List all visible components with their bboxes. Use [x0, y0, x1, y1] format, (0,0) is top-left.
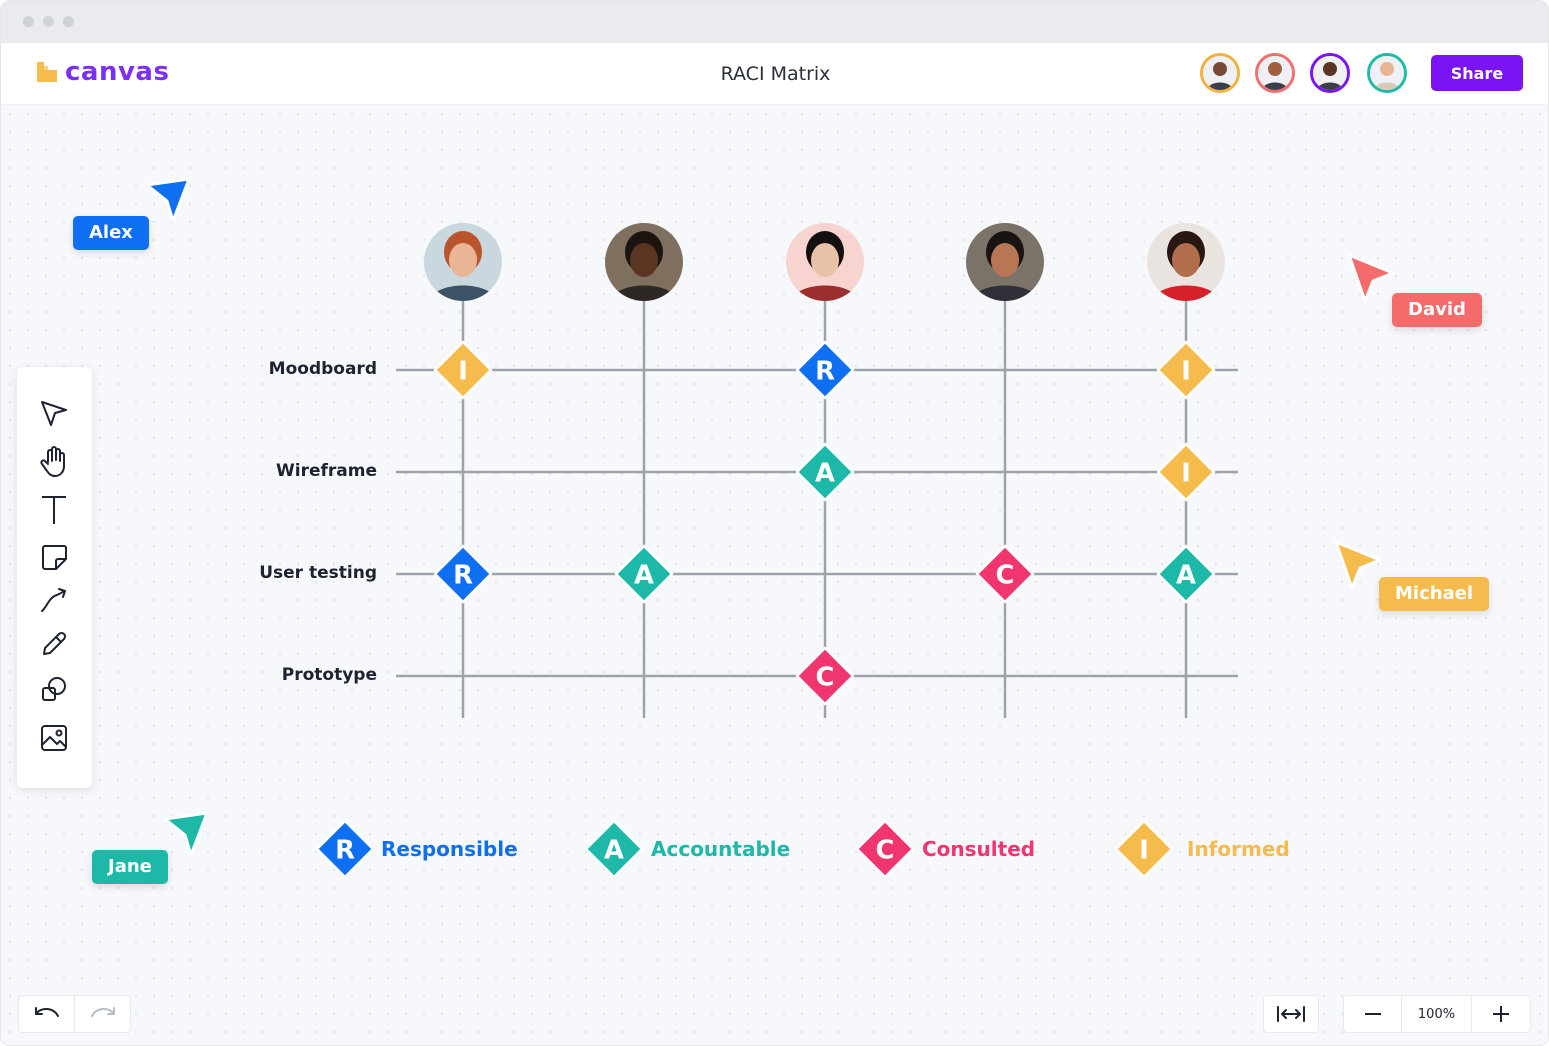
legend-label-informed: Informed: [1187, 837, 1290, 861]
window-titlebar: [1, 1, 1548, 43]
select-icon[interactable]: [37, 396, 71, 430]
plus-icon: [1493, 1006, 1509, 1022]
shapes-icon[interactable]: [37, 672, 71, 706]
redo-button[interactable]: [75, 996, 131, 1032]
cursor-label-alex: Alex: [73, 216, 149, 250]
cursor-label-jane: Jane: [92, 850, 168, 884]
window-dot-minimize[interactable]: [43, 16, 54, 27]
tool-palette: [17, 367, 92, 788]
fit-to-screen-button[interactable]: [1263, 995, 1319, 1033]
undo-icon: [34, 1007, 59, 1017]
cursor-label-michael: Michael: [1379, 577, 1490, 611]
zoom-controls: 100%: [1343, 995, 1531, 1033]
collaborator-avatar-2[interactable]: [1255, 53, 1295, 93]
top-bar: canvas RACI Matrix Share: [1, 43, 1548, 105]
zoom-level[interactable]: 100%: [1402, 996, 1472, 1032]
minus-icon: [1364, 1013, 1381, 1015]
row-label: Wireframe: [276, 461, 377, 481]
redo-icon: [91, 1007, 115, 1017]
cursor-jane-icon: [163, 811, 209, 857]
logo-mark-icon: [37, 62, 57, 82]
logo[interactable]: canvas: [37, 57, 169, 87]
document-title[interactable]: RACI Matrix: [720, 63, 831, 85]
window-dot-close[interactable]: [23, 16, 34, 27]
collaborator-avatar-1[interactable]: [1200, 53, 1240, 93]
pen-icon[interactable]: [37, 627, 71, 661]
zoom-in-button[interactable]: [1472, 996, 1530, 1032]
legend-label-accountable: Accountable: [651, 837, 791, 861]
sticky-note-icon[interactable]: [37, 540, 71, 574]
undo-button[interactable]: [19, 996, 75, 1032]
fit-width-icon: [1277, 1006, 1305, 1022]
image-icon[interactable]: [37, 721, 71, 755]
row-label: Prototype: [281, 665, 377, 685]
cursor-alex-icon: [145, 177, 191, 223]
text-icon[interactable]: [37, 493, 71, 527]
hand-icon[interactable]: [37, 445, 71, 479]
cursor-label-david: David: [1392, 293, 1482, 327]
collaborator-avatar-4[interactable]: [1367, 53, 1407, 93]
legend-label-responsible: Responsible: [381, 837, 518, 861]
share-button[interactable]: Share: [1431, 55, 1523, 91]
logo-text: canvas: [65, 57, 170, 87]
history-controls: [18, 995, 131, 1033]
connector-icon[interactable]: [37, 583, 71, 617]
row-label: Moodboard: [268, 359, 377, 379]
zoom-out-button[interactable]: [1344, 996, 1402, 1032]
cursor-michael-icon: [1334, 540, 1382, 590]
window-dot-maximize[interactable]: [63, 16, 74, 27]
row-label: User testing: [259, 563, 377, 583]
collaborator-avatar-3[interactable]: [1310, 53, 1350, 93]
legend-label-consulted: Consulted: [922, 837, 1036, 861]
cursor-david-icon: [1347, 253, 1395, 303]
